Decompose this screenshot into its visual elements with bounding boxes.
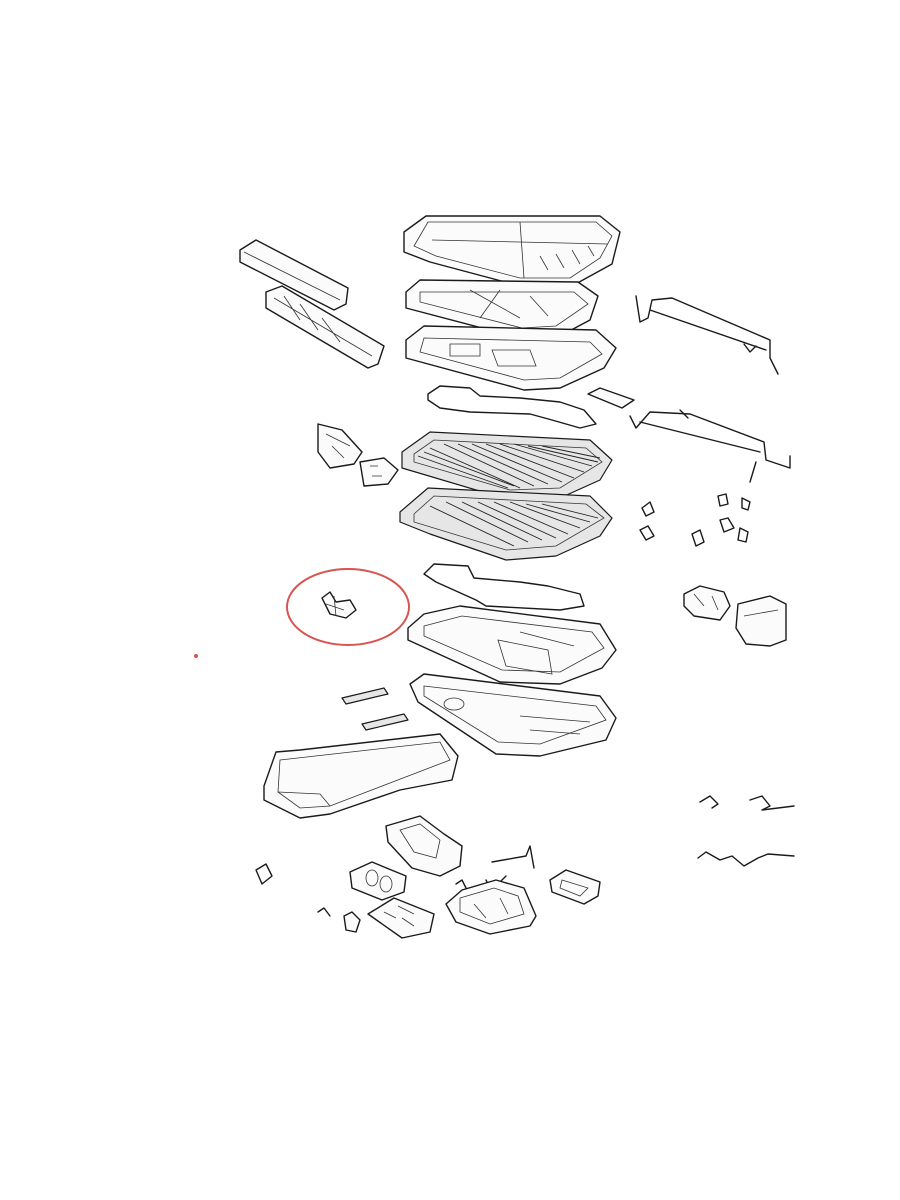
- lower-grill-plate-part: [399, 487, 613, 561]
- upper-housing-part: [405, 325, 617, 391]
- handle-bar-part: [239, 239, 349, 311]
- upper-grill-plate-part: [401, 431, 613, 501]
- control-bracket-part: [385, 815, 463, 877]
- drip-tray-part: [263, 733, 459, 819]
- control-knob-part: [255, 863, 361, 933]
- highlight-circle: [286, 568, 410, 646]
- upper-wire-bracket-part: [635, 295, 779, 375]
- spring-clip-part: [455, 845, 535, 889]
- stray-mark: [194, 654, 198, 658]
- lower-heating-element-part: [423, 563, 585, 611]
- upper-heating-element-part: [427, 385, 597, 429]
- small-clips-part: [639, 493, 751, 547]
- gasket-strips-part: [341, 687, 409, 731]
- base-housing-part: [409, 673, 617, 757]
- front-housing-part: [445, 879, 537, 935]
- small-cover-part: [549, 869, 601, 905]
- wiring-harness-part: [697, 795, 795, 867]
- top-lid-part: [403, 215, 621, 287]
- switch-module-part: [683, 585, 787, 647]
- left-hinge-part: [317, 423, 399, 487]
- highlighted-hinge-bracket[interactable]: [321, 591, 357, 619]
- label-plate-part: [349, 861, 407, 901]
- upper-frame-part: [405, 279, 599, 339]
- control-panel-part: [367, 897, 435, 939]
- handle-trim-part: [265, 285, 385, 369]
- lower-housing-part: [407, 605, 617, 685]
- lower-wire-bracket-part: [629, 409, 791, 483]
- connector-strip-part: [587, 387, 635, 409]
